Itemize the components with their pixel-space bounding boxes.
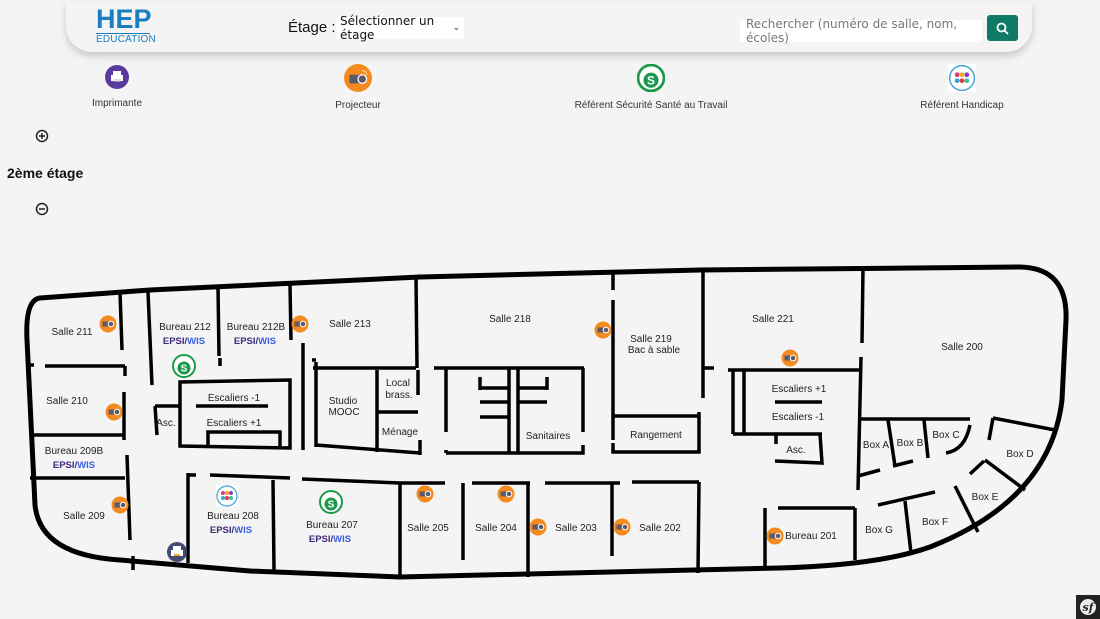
svg-text:Box A: Box A bbox=[863, 440, 889, 451]
svg-text:EPSI/WIS: EPSI/WIS bbox=[234, 336, 276, 347]
svg-text:Escaliers -1: Escaliers -1 bbox=[772, 412, 825, 423]
svg-text:Box C: Box C bbox=[932, 430, 959, 441]
svg-text:Local: Local bbox=[386, 378, 410, 389]
top-navbar: HEP EDUCATION Étage : Sélectionner un ét… bbox=[66, 2, 1032, 52]
zoom-out-icon[interactable] bbox=[35, 202, 49, 216]
room-salle-210: Salle 210 bbox=[46, 396, 88, 407]
svg-text:Studio: Studio bbox=[329, 396, 358, 407]
svg-text:brass.: brass. bbox=[385, 390, 412, 401]
legend-projector[interactable]: Projecteur bbox=[323, 64, 393, 111]
svg-text:Escaliers +1: Escaliers +1 bbox=[207, 418, 262, 429]
search-input[interactable]: Rechercher (numéro de salle, nom, écoles… bbox=[740, 17, 982, 45]
svg-text:Rangement: Rangement bbox=[630, 430, 682, 441]
svg-text:Box G: Box G bbox=[865, 525, 893, 536]
printer-icon[interactable] bbox=[167, 542, 187, 562]
svg-text:EPSI/WIS: EPSI/WIS bbox=[53, 460, 95, 471]
svg-text:EPSI/WIS: EPSI/WIS bbox=[163, 336, 205, 347]
disability-referent-icon[interactable] bbox=[215, 484, 239, 508]
legend-disability-referent[interactable]: Référent Handicap bbox=[912, 64, 1012, 111]
svg-text:EPSI/WIS: EPSI/WIS bbox=[210, 525, 252, 536]
chevron-down-icon: ⌄ bbox=[452, 23, 460, 33]
room-bureau-201: Bureau 201 bbox=[785, 531, 837, 542]
room-salle-209: Salle 209 bbox=[63, 511, 105, 522]
symfony-icon: sf bbox=[1080, 599, 1096, 615]
room-salle-221: Salle 221 bbox=[752, 314, 794, 325]
room-bureau-209b: Bureau 209B bbox=[45, 446, 104, 457]
symfony-toolbar-button[interactable]: sf bbox=[1076, 595, 1100, 619]
svg-text:Escaliers +1: Escaliers +1 bbox=[772, 384, 827, 395]
room-bureau-207: Bureau 207 bbox=[306, 520, 358, 531]
disability-referent-icon bbox=[948, 64, 976, 92]
svg-text:Asc.: Asc. bbox=[786, 445, 805, 456]
svg-text:EPSI/WIS: EPSI/WIS bbox=[309, 534, 351, 545]
projector-icon bbox=[344, 64, 372, 92]
room-salle-219: Salle 219 bbox=[630, 334, 672, 345]
svg-text:Sanitaires: Sanitaires bbox=[526, 431, 570, 442]
svg-text:Box D: Box D bbox=[1006, 449, 1033, 460]
legend-printer[interactable]: Imprimante bbox=[82, 64, 152, 109]
svg-text:S: S bbox=[647, 73, 655, 87]
floor-select[interactable]: Sélectionner un étage ⌄ bbox=[336, 14, 464, 42]
room-salle-218: Salle 218 bbox=[489, 314, 531, 325]
room-bureau-208: Bureau 208 bbox=[207, 511, 259, 522]
svg-text:Box B: Box B bbox=[897, 438, 924, 449]
svg-text:Asc.: Asc. bbox=[156, 418, 175, 429]
svg-text:Escaliers -1: Escaliers -1 bbox=[208, 393, 261, 404]
floor-title: 2ème étage bbox=[7, 165, 84, 181]
floor-label: Étage : bbox=[288, 19, 336, 36]
room-bureau-212b: Bureau 212B bbox=[227, 322, 286, 333]
room-salle-200: Salle 200 bbox=[941, 342, 983, 353]
room-salle-202: Salle 202 bbox=[639, 523, 681, 534]
svg-text:Bac à sable: Bac à sable bbox=[628, 345, 681, 356]
room-bureau-212: Bureau 212 bbox=[159, 322, 211, 333]
hep-education-logo[interactable]: HEP EDUCATION bbox=[96, 4, 156, 45]
printer-icon bbox=[105, 65, 129, 89]
svg-text:Box F: Box F bbox=[922, 517, 948, 528]
search-icon bbox=[996, 22, 1009, 35]
svg-text:MOOC: MOOC bbox=[328, 407, 359, 418]
svg-text:sf: sf bbox=[1083, 601, 1096, 614]
room-salle-205: Salle 205 bbox=[407, 523, 449, 534]
zoom-in-icon[interactable] bbox=[35, 129, 49, 143]
room-salle-213: Salle 213 bbox=[329, 319, 371, 330]
safety-referent-icon: S bbox=[636, 63, 666, 93]
svg-text:Box E: Box E bbox=[972, 492, 999, 503]
legend-safety-referent[interactable]: S Référent Sécurité Santé au Travail bbox=[566, 63, 736, 111]
room-salle-211: Salle 211 bbox=[52, 327, 93, 338]
svg-text:Ménage: Ménage bbox=[382, 427, 419, 438]
room-salle-203: Salle 203 bbox=[555, 523, 597, 534]
projector-icon[interactable] bbox=[99, 315, 799, 545]
room-salle-204: Salle 204 bbox=[475, 523, 517, 534]
search-button[interactable] bbox=[987, 15, 1018, 41]
